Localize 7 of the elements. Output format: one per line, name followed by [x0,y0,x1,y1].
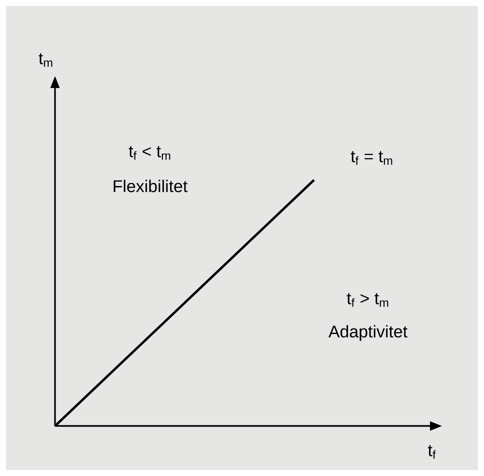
region-label: Flexibilitet [114,180,188,192]
axis-label: t$_{f}$ [428,445,436,459]
region-label: Adaptivitet [328,325,408,341]
region-label: t$_{f}$ < t$_{m}$ [128,146,170,160]
line-label: t$_{f}$ = t$_{m}$ [350,151,392,165]
axis-label: t$_{m}$ [38,53,52,67]
region-label: t$_{f}$ > t$_{m}$ [346,293,388,307]
